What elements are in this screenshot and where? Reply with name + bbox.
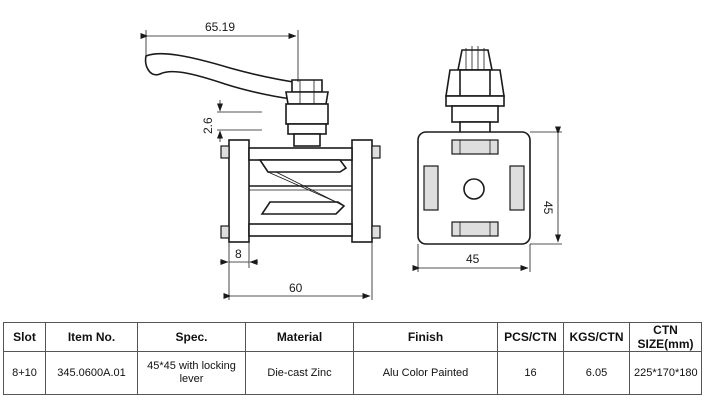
cell-spec: 45*45 with locking lever [137, 351, 246, 395]
dim-side-width: 45 [466, 252, 480, 266]
left-end-plate [228, 139, 250, 243]
cell-kgs-ctn: 6.05 [563, 351, 630, 395]
dim-lever-width: 65.19 [205, 20, 235, 34]
profile-square [417, 131, 531, 245]
table-header-row: Slot Item No. Spec. Material Finish PCS/… [3, 322, 702, 352]
technical-drawing: 65.19 2.6 8 60 [140, 20, 562, 300]
header-ctn-size: CTN SIZE(mm) [629, 322, 702, 352]
cell-finish: Alu Color Painted [353, 351, 498, 395]
header-spec: Spec. [137, 322, 246, 352]
dim-side-height: 45 [541, 201, 555, 215]
locking-lever [144, 52, 301, 101]
header-material: Material [245, 322, 354, 352]
side-view: 45 45 [412, 46, 562, 272]
front-view: 65.19 2.6 8 60 [140, 20, 381, 300]
dim-offset: 2.6 [201, 117, 215, 134]
spec-table: Slot Item No. Spec. Material Finish PCS/… [3, 322, 702, 395]
header-kgs-ctn: KGS/CTN [563, 322, 630, 352]
header-slot: Slot [3, 322, 46, 352]
table-row: 8+10 345.0600A.01 45*45 with locking lev… [3, 351, 702, 395]
cell-slot: 8+10 [3, 351, 46, 395]
cell-pcs-ctn: 16 [497, 351, 564, 395]
header-finish: Finish [353, 322, 498, 352]
cell-item-no: 345.0600A.01 [45, 351, 138, 395]
header-pcs-ctn: PCS/CTN [497, 322, 564, 352]
dim-total-length: 60 [289, 281, 303, 295]
cell-ctn-size: 225*170*180 [629, 351, 702, 395]
right-end-plate [351, 139, 373, 243]
cell-material: Die-cast Zinc [245, 351, 354, 395]
header-item-no: Item No. [45, 322, 138, 352]
dim-slot-width: 8 [235, 247, 242, 261]
